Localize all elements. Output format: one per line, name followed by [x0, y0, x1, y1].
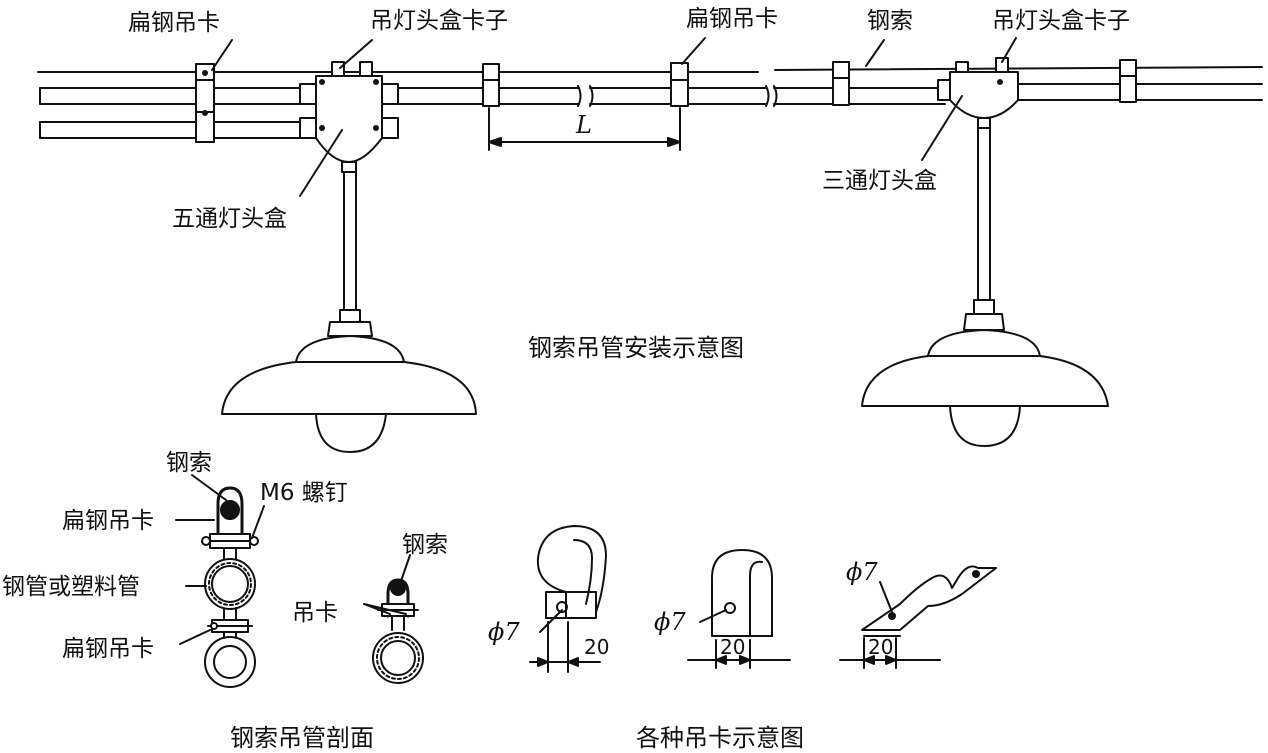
leader-lines-section2	[363, 554, 411, 615]
label-five-way-box: 五通灯头盒	[172, 206, 287, 232]
flat-clamp-2	[670, 62, 689, 107]
pipe-run-left	[39, 83, 1263, 139]
title-installation: 钢索吊管安装示意图	[528, 334, 744, 362]
clamp-type-b	[687, 549, 791, 669]
steel-cable-line	[37, 66, 1263, 73]
label-section-pipe: 钢管或塑料管	[2, 574, 140, 600]
label-flat-clamp-2: 扁钢吊卡	[686, 6, 778, 32]
label-phi7-c: ϕ7	[846, 558, 878, 586]
label-section-cable: 钢索	[166, 450, 212, 476]
label-flat-clamp-1: 扁钢吊卡	[128, 10, 220, 36]
label-section-flat-clamp-bottom: 扁钢吊卡	[62, 636, 154, 662]
label-phi7-a: ϕ7	[488, 618, 520, 646]
section-view-large	[201, 486, 259, 688]
flat-clamp-group-left	[195, 63, 215, 143]
leader-lines-section1	[175, 474, 265, 645]
label-cable-top: 钢索	[867, 8, 913, 34]
label-phi7-b: ϕ7	[654, 608, 686, 636]
label-box-clip-1: 吊灯头盒卡子	[370, 8, 508, 34]
label-box-clip-2: 吊灯头盒卡子	[992, 8, 1130, 34]
label-section-screw: M6 螺钉	[260, 480, 348, 506]
right-pendant-lamp	[861, 127, 1109, 447]
label-section2-hanger: 吊卡	[292, 600, 338, 626]
three-way-lamp-box	[937, 57, 1019, 129]
leader-lines-top	[211, 37, 1017, 197]
label-dim20-a: 20	[584, 635, 609, 659]
dimension-L	[488, 107, 681, 151]
five-way-lamp-box	[299, 61, 399, 173]
label-section2-cable: 钢索	[402, 532, 448, 558]
label-section-flat-clamp-top: 扁钢吊卡	[62, 508, 154, 534]
label-three-way-box: 三通灯头盒	[822, 168, 937, 194]
label-dim20-b: 20	[720, 635, 745, 659]
flat-clamp-1	[482, 63, 500, 107]
flat-clamp-4	[1119, 59, 1137, 103]
left-pendant-lamp	[221, 171, 477, 453]
section-view-small	[372, 578, 424, 684]
label-dim20-c: 20	[868, 635, 893, 659]
clamp-type-a	[529, 525, 607, 673]
flat-clamp-3	[832, 61, 850, 106]
title-section: 钢索吊管剖面	[230, 724, 374, 752]
label-dimension-L: L	[575, 111, 592, 139]
clamp-type-c	[839, 565, 997, 669]
title-clamps: 各种吊卡示意图	[636, 724, 804, 752]
